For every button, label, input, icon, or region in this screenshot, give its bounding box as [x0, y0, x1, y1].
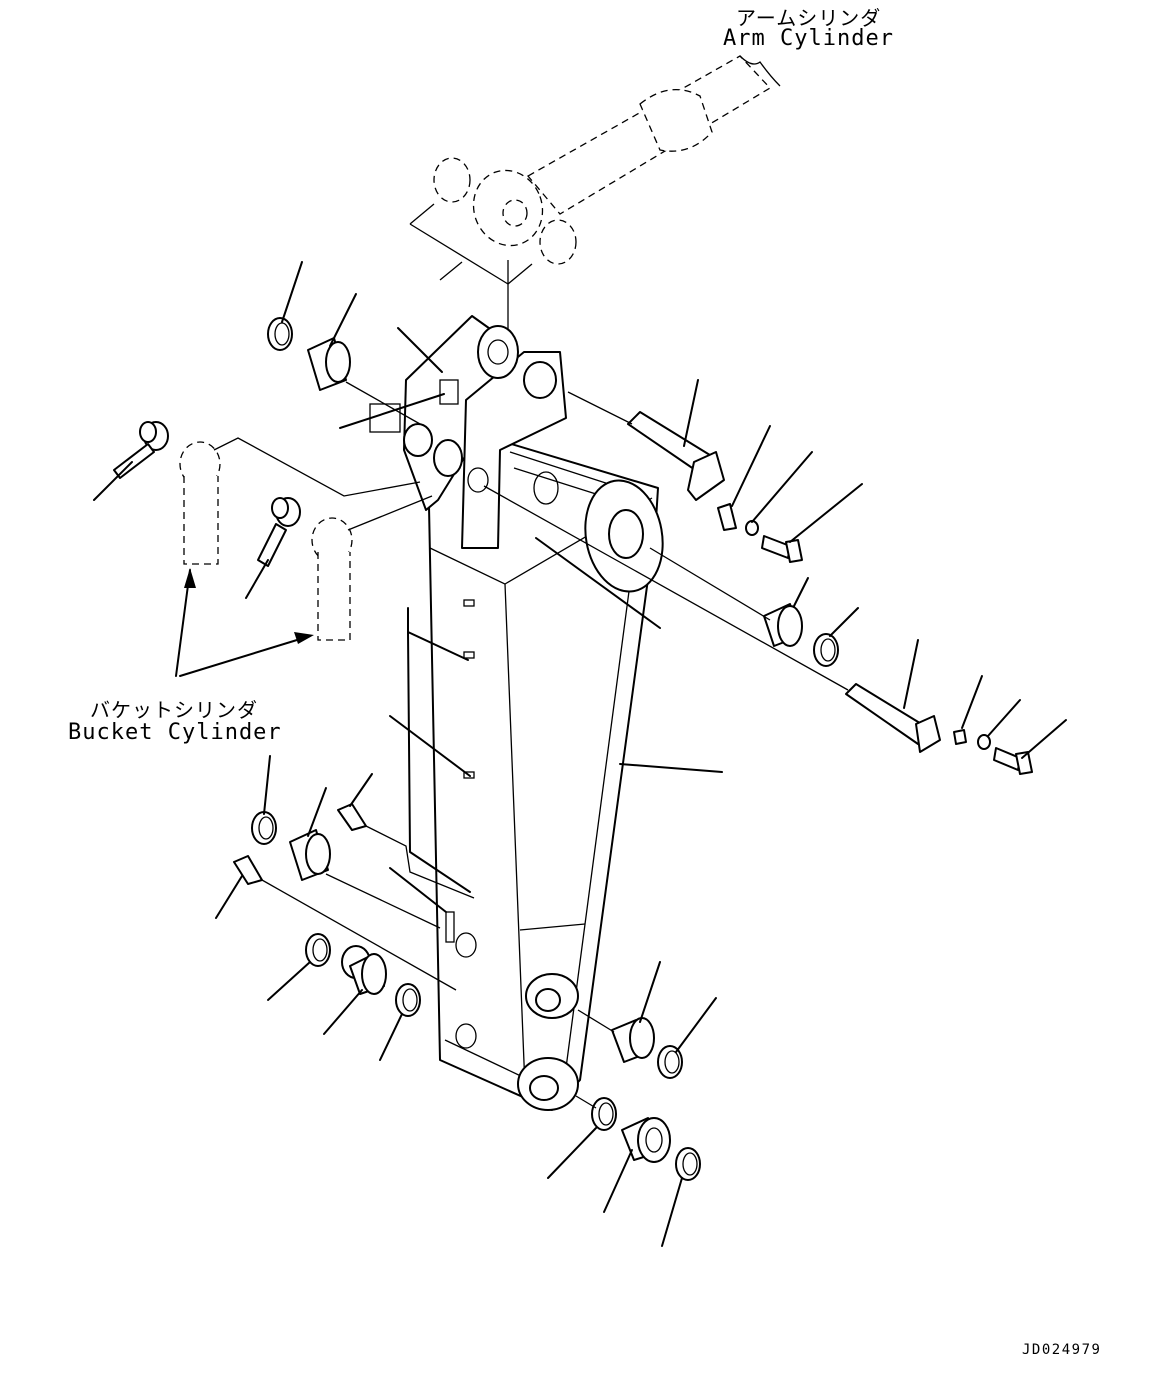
ring-bottom-left [305, 933, 331, 967]
ring-upper-left [267, 317, 293, 351]
bushing-middle-right [649, 547, 839, 667]
bucket-cylinder-label-en: Bucket Cylinder [68, 720, 282, 745]
bushing-lower-left [289, 829, 441, 929]
arm-cylinder-ghost [433, 55, 781, 265]
arm-cylinder-label-en: Arm Cylinder [723, 26, 894, 51]
pin-lower-right [483, 485, 1033, 775]
flanged-bushing-bottom-right [621, 1117, 701, 1181]
grease-fitting-2 [233, 855, 457, 991]
bushing-bottom-right [577, 1009, 683, 1079]
ring-lower-left [251, 811, 277, 845]
bucket-cylinder-ghost-2 [257, 497, 353, 641]
bucket-cylinder-link-lines [213, 437, 433, 531]
bushing-upper-left [307, 337, 421, 425]
ring-bottom-center [575, 1095, 617, 1131]
flanged-bushing-bottom-left [341, 945, 387, 995]
leader-lines [93, 261, 1067, 1247]
ring-bottom-left-2 [395, 983, 421, 1017]
grease-fitting-1 [337, 803, 475, 899]
bucket-cylinder-ghost-1 [113, 421, 221, 565]
bucket-cylinder-arrows [175, 568, 314, 677]
drawing-id: JD024979 [1022, 1342, 1102, 1358]
bucket-cylinder-label-jp: バケットシリンダ [90, 698, 258, 722]
pin-upper-right [567, 391, 803, 563]
arm-cylinder-label-jp: アームシリンダ [736, 6, 882, 30]
arm-body [369, 315, 664, 1111]
